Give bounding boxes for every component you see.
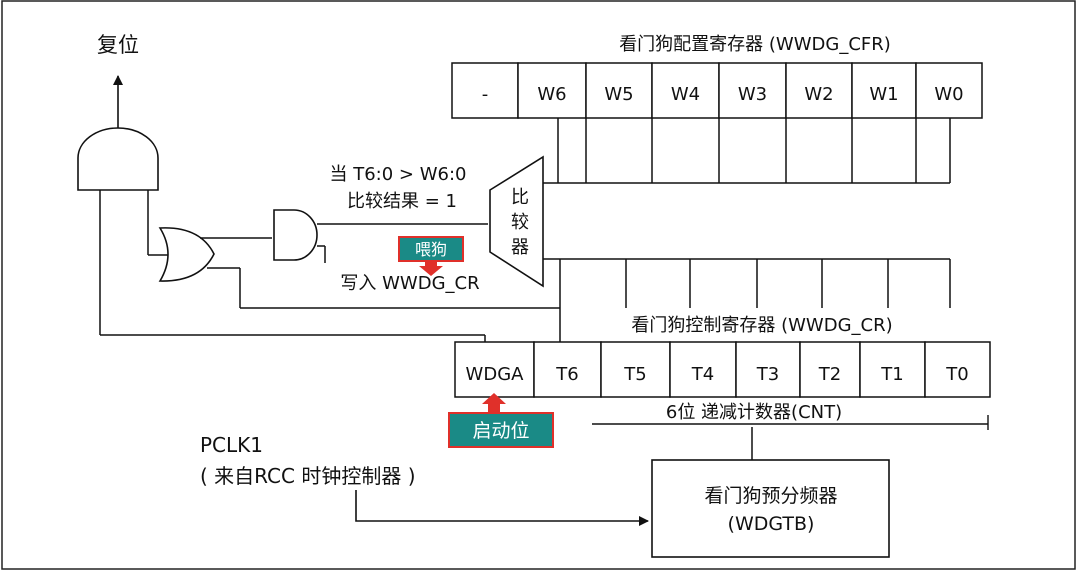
cfr-bit-cell <box>851 62 917 119</box>
cr-bit-cell <box>533 341 602 398</box>
cfr-bit-label: W2 <box>804 84 833 105</box>
prescaler-box <box>651 459 890 558</box>
cr-title: 看门狗控制寄存器 (WWDG_CR) <box>631 315 892 336</box>
cfr-bit-cell <box>585 62 653 119</box>
pclk-source: ( 来自RCC 时钟控制器 ) <box>200 464 416 488</box>
cr-bit-cell <box>454 341 535 398</box>
cfr-bit-label: W4 <box>671 84 700 105</box>
and-gate-write <box>273 209 318 261</box>
cr-bit-cell <box>669 341 737 398</box>
cfr-bit-label: W6 <box>537 84 566 105</box>
cr-bit-label: T6 <box>555 364 578 385</box>
counter-label: 6位 递减计数器(CNT) <box>666 402 842 423</box>
enable-bit-callout: 启动位 <box>448 393 554 448</box>
cr-bit-cell <box>859 341 926 398</box>
enable-bit-arrow <box>482 393 506 413</box>
pclk-arrow <box>355 490 649 526</box>
write-cr-label: 写入 WWDG_CR <box>340 273 479 294</box>
cfr-bit-cell <box>785 62 853 119</box>
comparator-char-2: 较 <box>511 212 529 233</box>
prescaler-register: (WDGTB) <box>728 513 815 535</box>
reset-label: 复位 <box>97 33 139 57</box>
cfr-bit-cell <box>651 62 720 119</box>
feed-dog-arrow <box>419 261 443 276</box>
compare-result-label: 比较结果 = 1 <box>347 191 457 212</box>
cfr-bit-label: W5 <box>604 84 633 105</box>
cr-bit-label: T4 <box>691 364 714 385</box>
cr-bit-cell <box>924 341 991 398</box>
cfr-bit-label: W1 <box>869 84 898 105</box>
comparator-char-1: 比 <box>511 187 529 208</box>
cr-bit-label: T5 <box>623 364 646 385</box>
prescaler-title: 看门狗预分频器 <box>704 485 837 507</box>
cfr-register: - W6 W5 W4 W3 W2 W1 W0 <box>451 62 983 183</box>
cr-bit-label: WDGA <box>466 364 525 385</box>
cr-bit-cell <box>799 341 861 398</box>
cr-register: WDGA T6 T5 T4 T3 T2 T1 T0 <box>454 259 991 398</box>
cfr-bit-cell <box>517 62 587 119</box>
cfr-bit-label: W3 <box>738 84 767 105</box>
cr-bit-cell <box>735 341 801 398</box>
pclk-label: PCLK1 <box>200 433 263 457</box>
comparator-char-3: 器 <box>511 237 529 258</box>
feed-dog-callout: 喂狗 <box>398 236 464 276</box>
and-gate-reset <box>77 127 159 191</box>
cfr-title: 看门狗配置寄存器 (WWDG_CFR) <box>619 34 891 55</box>
cr-bit-label: T1 <box>880 364 903 385</box>
cfr-bit-cell <box>451 62 519 119</box>
cr-bit-label: T2 <box>818 364 841 385</box>
feed-dog-label: 喂狗 <box>415 240 447 259</box>
or-gate <box>158 227 215 282</box>
cr-bit-label: T0 <box>945 364 968 385</box>
cfr-bit-cell <box>915 62 983 119</box>
compare-condition: 当 T6:0 > W6:0 <box>330 164 467 185</box>
cfr-bit-label: - <box>482 84 489 105</box>
cr-bit-cell <box>600 341 671 398</box>
cr-bit-label: T3 <box>756 364 779 385</box>
enable-bit-label: 启动位 <box>472 420 529 442</box>
comparator <box>489 155 544 288</box>
cfr-bit-cell <box>718 62 787 119</box>
cfr-bit-label: W0 <box>934 84 963 105</box>
